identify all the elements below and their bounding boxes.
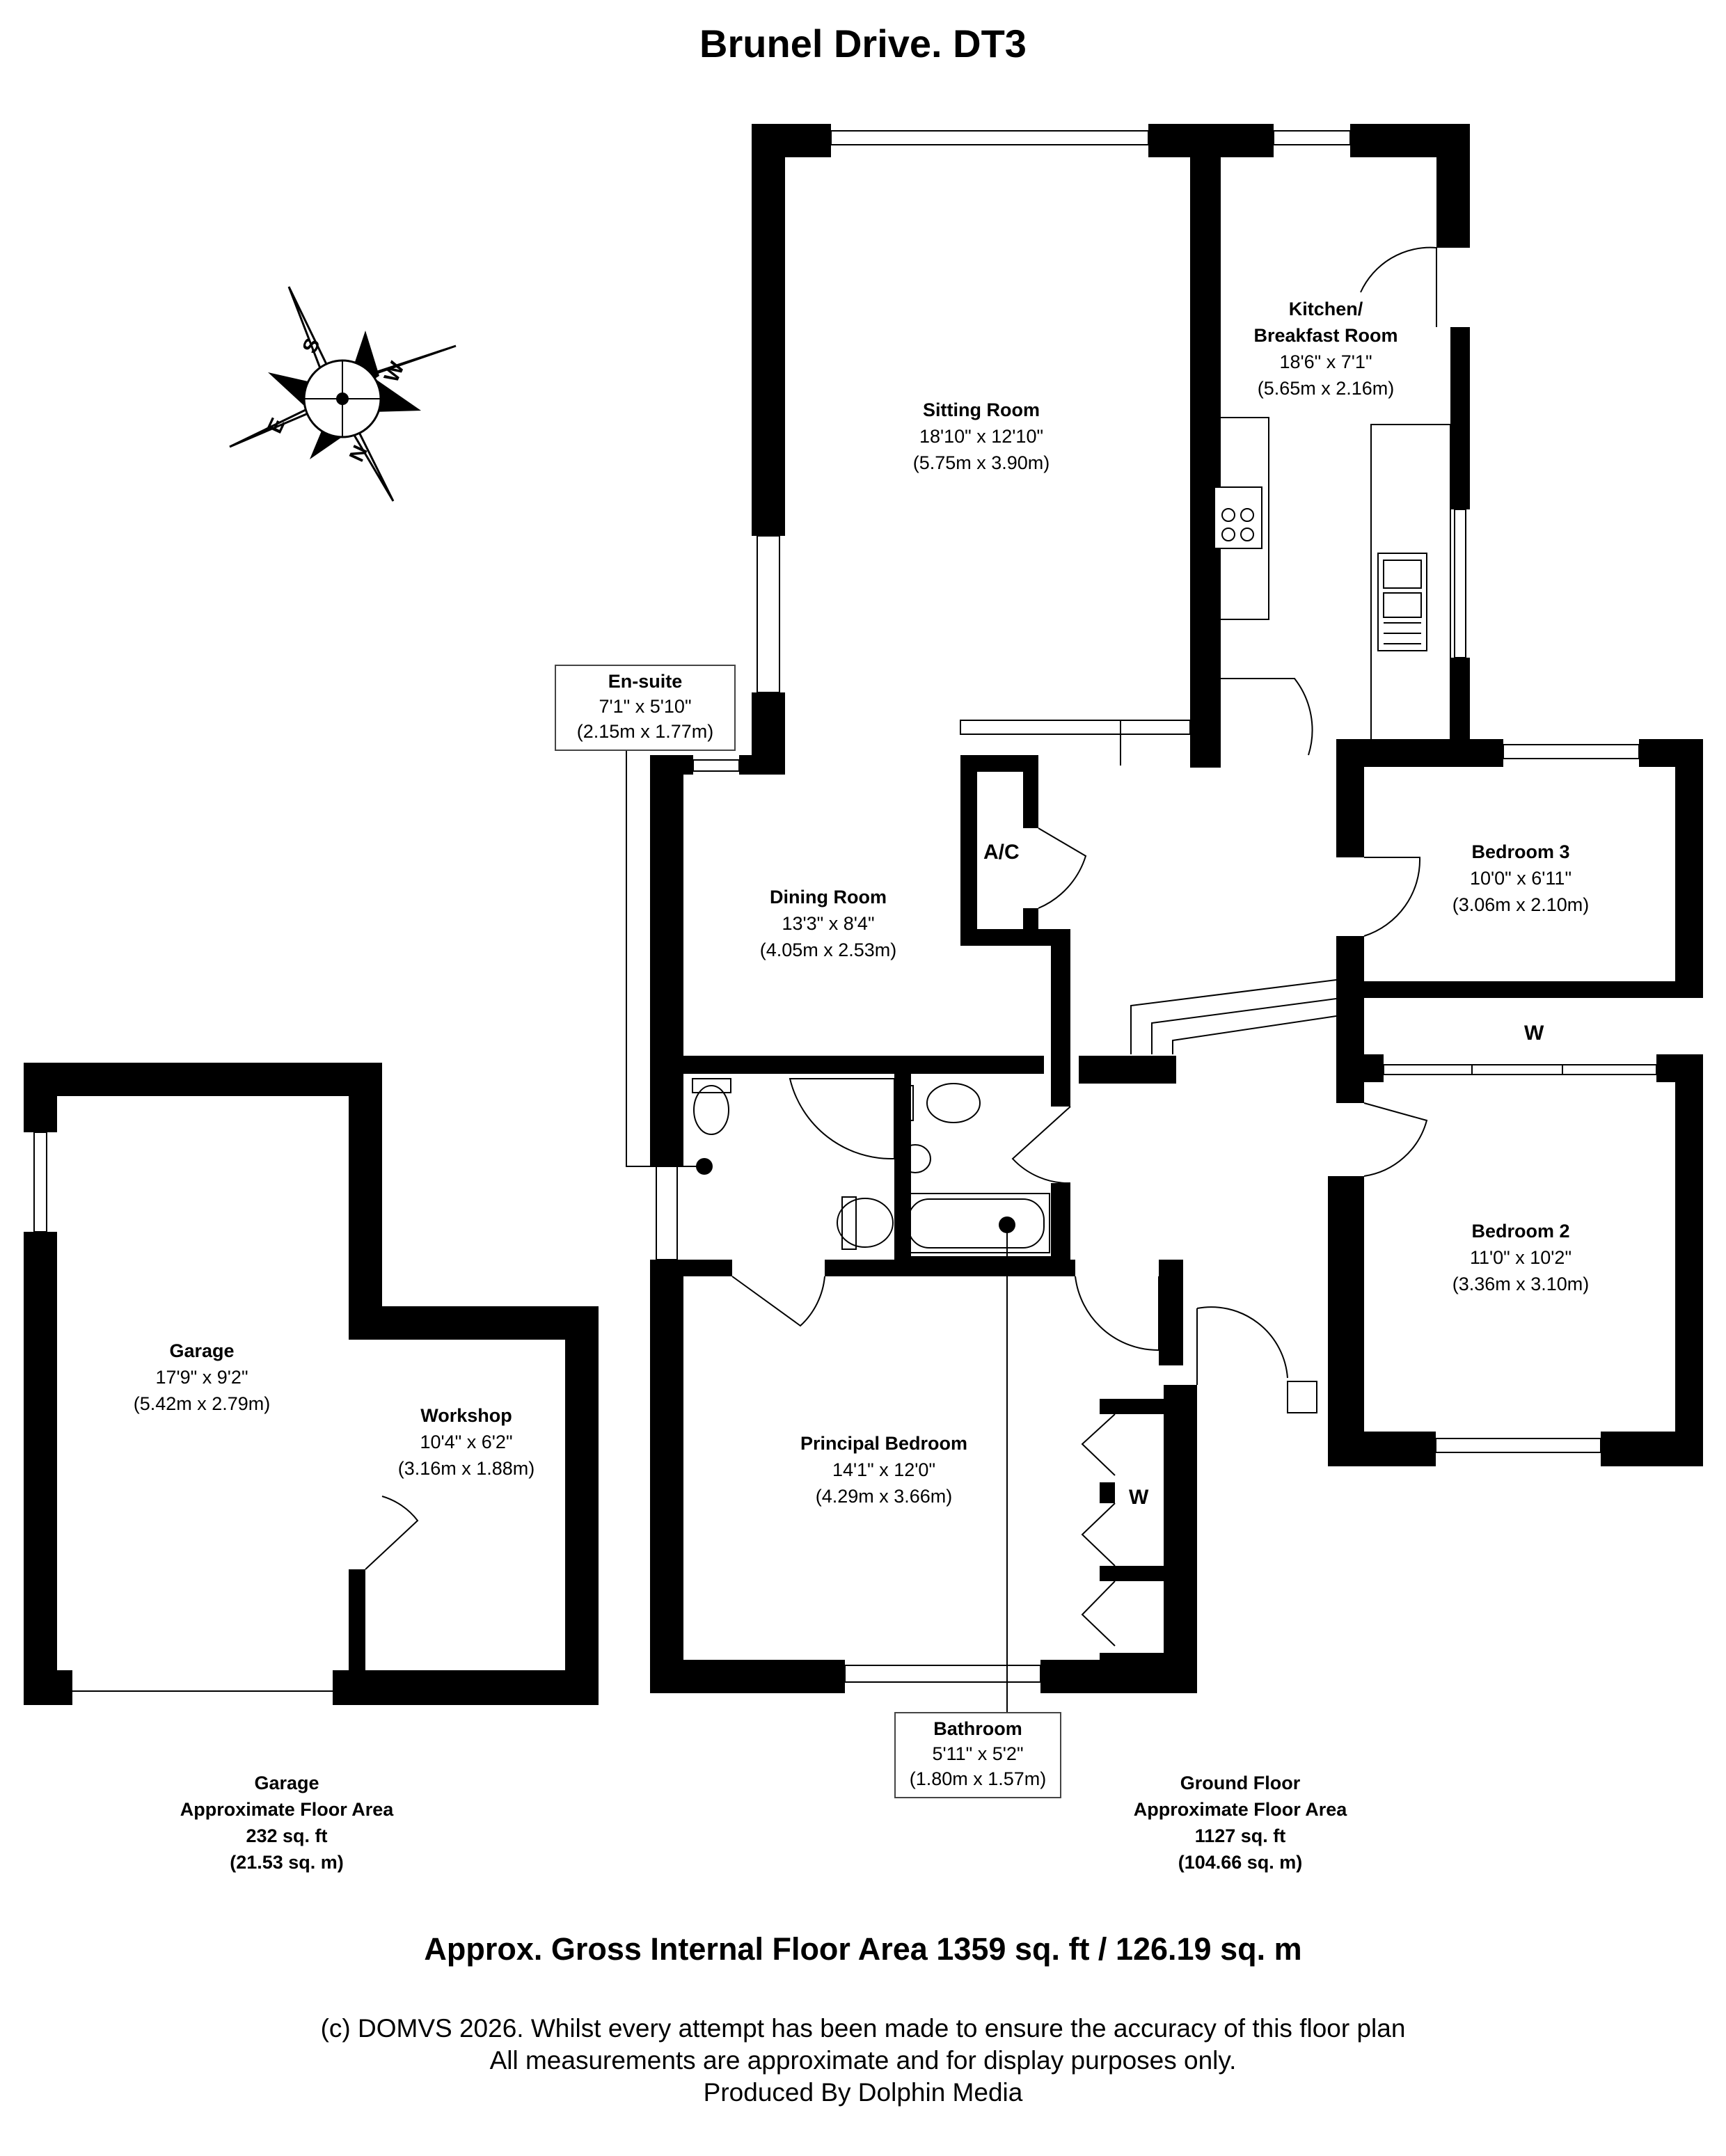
dining-room-label: Dining Room 13'3" x 8'4" (4.05m x 2.53m) bbox=[759, 887, 897, 960]
sitting-room-label: Sitting Room 18'10" x 12'10" (5.75m x 3.… bbox=[912, 399, 1050, 473]
garage-walls bbox=[24, 1063, 599, 1705]
kitchen-units bbox=[1209, 417, 1451, 749]
sink-icon bbox=[1377, 553, 1427, 651]
windows bbox=[656, 130, 1640, 1683]
ensuite-callout: En-suite 7'1" x 5'10" (2.15m x 1.77m) bbox=[555, 665, 736, 751]
door-swings bbox=[731, 246, 1437, 1647]
ac-cupboard-label: A/C bbox=[983, 841, 1020, 864]
ground-floor-area-note: Ground Floor Approximate Floor Area 1127… bbox=[1133, 1773, 1347, 1873]
gross-floor-area: Approx. Gross Internal Floor Area 1359 s… bbox=[424, 1931, 1302, 1967]
garage-label: Garage 17'9" x 9'2" (5.42m x 2.79m) bbox=[133, 1340, 271, 1414]
kitchen-label: Kitchen/ Breakfast Room 18'6" x 7'1" (5.… bbox=[1253, 299, 1398, 399]
compass-rose-icon bbox=[229, 286, 457, 502]
wardrobe-label-principal: W bbox=[1129, 1486, 1149, 1509]
house-walls bbox=[650, 124, 1703, 1693]
wardrobe-label-bedroom-2: W bbox=[1524, 1022, 1544, 1045]
workshop-label: Workshop 10'4" x 6'2" (3.16m x 1.88m) bbox=[397, 1405, 535, 1479]
bedroom-2-label: Bedroom 2 11'0" x 10'2" (3.36m x 3.10m) bbox=[1452, 1221, 1590, 1294]
garage-area-note: Garage Approximate Floor Area 232 sq. ft… bbox=[180, 1773, 394, 1873]
principal-bedroom-label: Principal Bedroom 14'1" x 12'0" (4.29m x… bbox=[800, 1433, 968, 1507]
bathroom-callout: Bathroom 5'11" x 5'2" (1.80m x 1.57m) bbox=[894, 1712, 1061, 1798]
ensuite-fittings bbox=[692, 1078, 895, 1250]
bedroom-3-label: Bedroom 3 10'0" x 6'11" (3.06m x 2.10m) bbox=[1452, 841, 1590, 915]
bathroom-fittings bbox=[898, 1083, 1050, 1253]
hob-icon bbox=[1214, 486, 1262, 549]
plan-title: Brunel Drive. DT3 bbox=[699, 22, 1027, 65]
copyright-footer: (c) DOMVS 2026. Whilst every attempt has… bbox=[320, 2014, 1406, 2107]
